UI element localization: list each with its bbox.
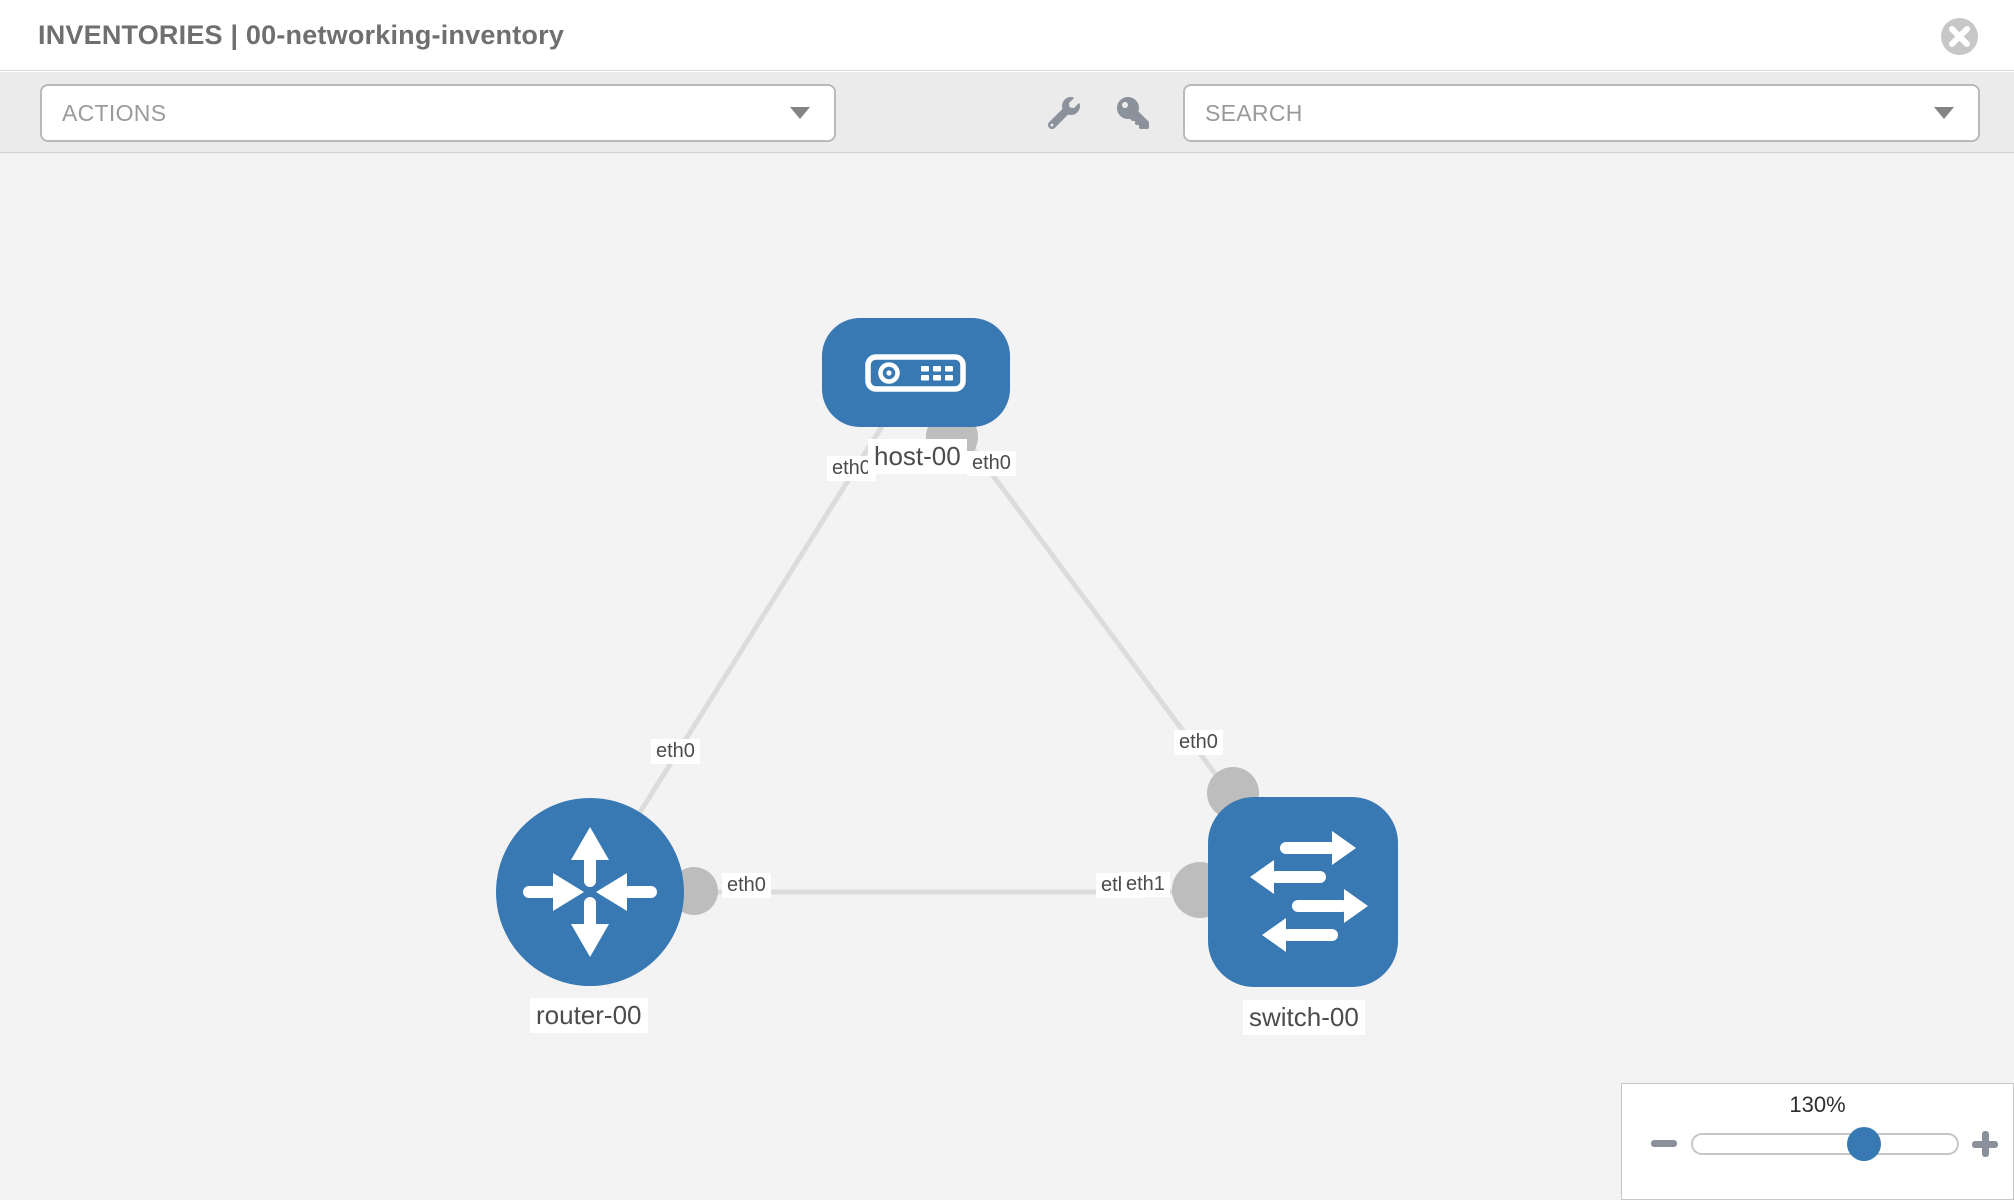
wrench-icon bbox=[1047, 97, 1080, 130]
actions-dropdown-label: ACTIONS bbox=[62, 99, 167, 126]
interface-label: eth0 bbox=[651, 739, 700, 764]
actions-dropdown[interactable]: ACTIONS bbox=[40, 84, 836, 142]
node-label-switch: switch-00 bbox=[1243, 1000, 1365, 1035]
key-button[interactable] bbox=[1117, 97, 1149, 129]
node-label-router: router-00 bbox=[530, 998, 648, 1033]
chevron-down-icon bbox=[790, 107, 810, 119]
window-header: INVENTORIES | 00-networking-inventory bbox=[0, 0, 2014, 71]
interface-label: eth0 bbox=[722, 873, 771, 898]
interface-label: eth0 bbox=[967, 451, 1016, 476]
zoom-out-button minus-icon[interactable] bbox=[1651, 1140, 1677, 1147]
topology-canvas[interactable]: eth0 eth0 eth0 eth0 eth0 eth0 eth1 host-… bbox=[0, 153, 2014, 1200]
zoom-slider-thumb[interactable] bbox=[1847, 1127, 1881, 1161]
search-dropdown[interactable]: SEARCH bbox=[1183, 84, 1980, 142]
interface-label: eth0 bbox=[827, 456, 876, 481]
page-title: INVENTORIES | 00-networking-inventory bbox=[38, 20, 565, 50]
interface-label: eth0 bbox=[1174, 730, 1223, 755]
zoom-level-value: 130% bbox=[1789, 1092, 1846, 1117]
zoom-in-button plus-icon[interactable] bbox=[1972, 1131, 1998, 1157]
router-arrows-icon bbox=[523, 827, 657, 957]
node-label-host: host-00 bbox=[868, 439, 967, 474]
close-button[interactable] bbox=[1941, 18, 1978, 55]
switch-arrows-icon bbox=[1250, 831, 1368, 952]
server-icon bbox=[865, 354, 966, 392]
zoom-control-panel: 130% bbox=[1621, 1083, 2014, 1200]
chevron-down-icon bbox=[1934, 107, 1954, 119]
close-icon bbox=[1949, 26, 1970, 47]
node-switch-00[interactable] bbox=[1208, 797, 1398, 987]
zoom-slider-track[interactable] bbox=[1691, 1133, 1959, 1155]
topology-graph bbox=[496, 318, 1398, 987]
node-router-00[interactable] bbox=[496, 798, 684, 986]
search-dropdown-label: SEARCH bbox=[1205, 99, 1303, 126]
toolbar: ACTIONS SEARCH bbox=[0, 72, 2014, 153]
node-host-00[interactable] bbox=[822, 318, 1010, 427]
wrench-button[interactable] bbox=[1047, 97, 1080, 130]
key-icon bbox=[1117, 97, 1149, 129]
interface-label: eth1 bbox=[1121, 872, 1170, 897]
